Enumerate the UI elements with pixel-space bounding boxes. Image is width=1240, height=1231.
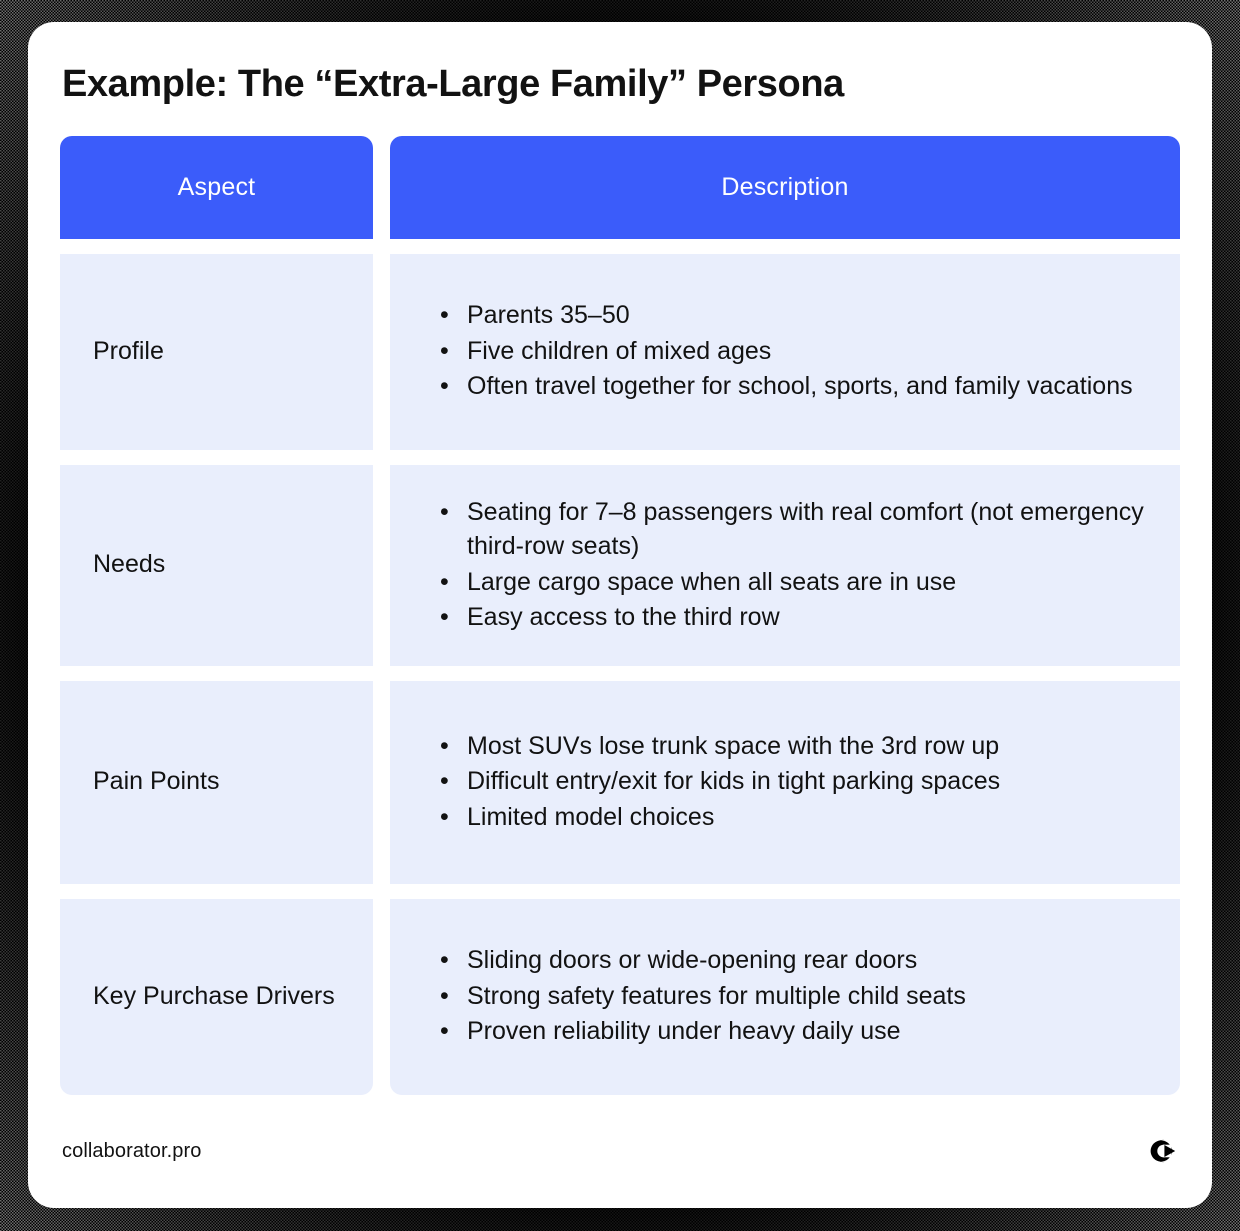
list-item: • Difficult entry/exit for kids in tight …: [440, 764, 1146, 799]
list-item: • Sliding doors or wide-opening rear door…: [440, 943, 1146, 978]
list-item-text: Difficult entry/exit for kids in tight p…: [467, 767, 1001, 796]
list-item-text: Most SUVs lose trunk space with the 3rd …: [467, 731, 1000, 760]
bullet-icon: •: [440, 1017, 449, 1046]
list-item: • Large cargo space when all seats are in…: [440, 565, 1146, 600]
aspect-label: Needs: [93, 550, 166, 579]
bullet-icon: •: [440, 497, 449, 526]
footer: collaborator.pro: [62, 1136, 1178, 1166]
list-item-text: Five children of mixed ages: [467, 336, 772, 365]
list-item: • Seating for 7–8 passengers with real co…: [440, 495, 1146, 564]
bullet-icon: •: [440, 603, 449, 632]
list-item-text: Proven reliability under heavy daily use: [467, 1017, 901, 1046]
list-item-text: Strong safety features for multiple chil…: [467, 981, 966, 1010]
list-item-text: Easy access to the third row: [467, 603, 780, 632]
list-item: • Strong safety features for multiple chi…: [440, 979, 1146, 1014]
bullet-icon: •: [440, 946, 449, 975]
list-item-text: Often travel together for school, sports…: [467, 372, 1133, 401]
page-title: Example: The “Extra-Large Family” Person…: [62, 63, 844, 105]
bullet-icon: •: [440, 336, 449, 365]
bullet-list: • Parents 35–50 • Five children of mixed a…: [390, 298, 1180, 405]
row-aspect-cell: Needs: [60, 464, 373, 666]
list-item: • Most SUVs lose trunk space with the 3rd…: [440, 729, 1146, 764]
row-description-cell: • Sliding doors or wide-opening rear door…: [390, 898, 1180, 1095]
list-item: • Parents 35–50: [440, 298, 1146, 333]
bullet-icon: •: [440, 981, 449, 1010]
bullet-icon: •: [440, 802, 449, 831]
header-label-aspect: Aspect: [177, 172, 256, 201]
list-item: • Limited model choices: [440, 800, 1146, 835]
table-header-row: Aspect Description: [60, 135, 1180, 239]
bullet-list: • Most SUVs lose trunk space with the 3rd…: [390, 729, 1180, 836]
aspect-label: Profile: [93, 336, 164, 365]
table-row: Profile • Parents 35–50 • Five children of…: [60, 253, 1180, 450]
row-description-cell: • Most SUVs lose trunk space with the 3rd…: [390, 680, 1180, 884]
list-item-text: Seating for 7–8 passengers with real com…: [467, 497, 1144, 561]
list-item: • Often travel together for school, sport…: [440, 369, 1146, 404]
table-row: Pain Points • Most SUVs lose trunk space …: [60, 680, 1180, 884]
bullet-icon: •: [440, 767, 449, 796]
aspect-label: Pain Points: [93, 767, 220, 796]
persona-table: Aspect Description Profile • Parents 35–5…: [60, 135, 1180, 1095]
row-description-cell: • Seating for 7–8 passengers with real co…: [390, 464, 1180, 666]
bullet-icon: •: [440, 301, 449, 330]
list-item: • Easy access to the third row: [440, 600, 1146, 635]
row-aspect-cell: Profile: [60, 253, 373, 450]
header-cell-aspect: Aspect: [60, 135, 373, 239]
row-description-cell: • Parents 35–50 • Five children of mixed a…: [390, 253, 1180, 450]
header-cell-description: Description: [390, 135, 1180, 239]
content-card: Example: The “Extra-Large Family” Person…: [28, 22, 1212, 1208]
bullet-list: • Seating for 7–8 passengers with real co…: [390, 495, 1180, 636]
bullet-icon: •: [440, 731, 449, 760]
list-item-text: Parents 35–50: [467, 301, 630, 330]
header-label-description: Description: [721, 172, 849, 201]
list-item-text: Large cargo space when all seats are in …: [467, 567, 957, 596]
list-item-text: Sliding doors or wide-opening rear doors: [467, 946, 918, 975]
list-item: • Proven reliability under heavy daily us…: [440, 1014, 1146, 1049]
bullet-icon: •: [440, 372, 449, 401]
collaborator-logo-icon: [1148, 1136, 1178, 1166]
list-item: • Five children of mixed ages: [440, 334, 1146, 369]
footer-site-label: collaborator.pro: [62, 1139, 202, 1162]
row-aspect-cell: Key Purchase Drivers: [60, 898, 373, 1095]
row-aspect-cell: Pain Points: [60, 680, 373, 884]
aspect-label: Key Purchase Drivers: [93, 981, 335, 1010]
table-row: Needs • Seating for 7–8 passengers with r…: [60, 464, 1180, 666]
bullet-list: • Sliding doors or wide-opening rear door…: [390, 943, 1180, 1050]
list-item-text: Limited model choices: [467, 802, 715, 831]
card-inner: Example: The “Extra-Large Family” Person…: [60, 40, 1180, 1208]
bullet-icon: •: [440, 567, 449, 596]
table-row: Key Purchase Drivers • Sliding doors or w…: [60, 898, 1180, 1095]
